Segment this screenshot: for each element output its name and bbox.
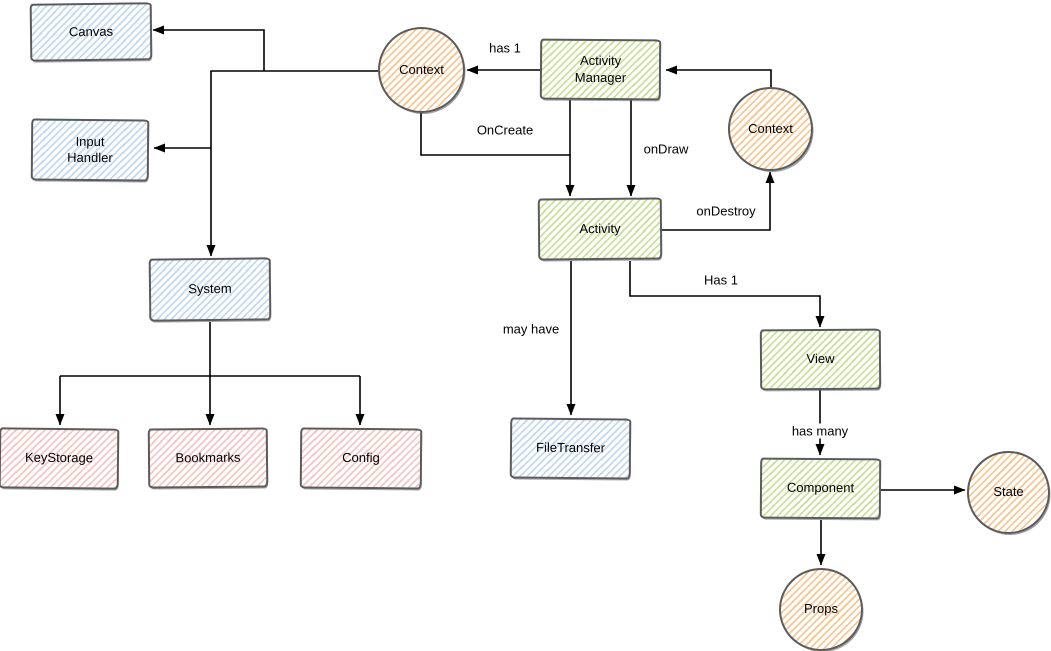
node-keystorage[interactable]: KeyStorage (0, 427, 120, 490)
node-bookmarks[interactable]: Bookmarks (147, 427, 269, 489)
node-canvas-label: Canvas (68, 23, 114, 40)
edge-label-has1: has 1 (486, 40, 524, 56)
edge-context-system (206, 70, 378, 257)
node-activity-label: Activity (579, 220, 621, 237)
node-component-label: Component (786, 480, 855, 496)
node-props-label: Props (804, 601, 838, 617)
edge-oncreate (420, 113, 575, 197)
edge-label-ondraw: onDraw (640, 141, 692, 157)
node-context-left[interactable]: Context (378, 27, 465, 113)
node-system-label: System (188, 281, 232, 297)
edge-label-mayhave: may have (499, 321, 563, 337)
node-input-handler[interactable]: Input Handler (30, 118, 150, 182)
node-canvas[interactable]: Canvas (29, 2, 153, 62)
node-state-label: State (993, 484, 1024, 500)
node-activity-manager-label: Activity Manager (574, 53, 627, 85)
node-component[interactable]: Component (759, 457, 882, 520)
node-props[interactable]: Props (779, 568, 863, 651)
edge-label-hasmany: has many (788, 423, 852, 439)
edge-label-has1-view: Has 1 (701, 272, 741, 288)
edge-ondestroy (662, 171, 775, 231)
node-activity-manager[interactable]: Activity Manager (539, 38, 662, 101)
edge-context-canvas (152, 25, 265, 71)
node-state[interactable]: State (967, 451, 1050, 534)
edge-label-ondestroy: onDestroy (693, 203, 759, 219)
node-system[interactable]: System (148, 257, 272, 322)
edge-label-oncreate: OnCreate (473, 122, 537, 138)
node-view-label: View (806, 351, 835, 367)
node-context-right-label: Context (748, 120, 793, 136)
node-bookmarks-label: Bookmarks (175, 449, 241, 466)
edge-has1-view (629, 261, 825, 328)
node-activity[interactable]: Activity (537, 197, 663, 261)
node-input-handler-label: Input Handler (67, 133, 113, 166)
node-context-right[interactable]: Context (728, 87, 813, 171)
node-config-label: Config (342, 450, 380, 466)
node-config[interactable]: Config (299, 427, 423, 490)
node-view[interactable]: View (759, 328, 882, 391)
node-filetransfer-label: FileTransfer (536, 440, 606, 456)
node-keystorage-label: KeyStorage (24, 450, 94, 466)
node-context-left-label: Context (399, 61, 444, 77)
edge-contextright-activitymanager (665, 65, 772, 87)
node-filetransfer[interactable]: FileTransfer (509, 417, 632, 480)
